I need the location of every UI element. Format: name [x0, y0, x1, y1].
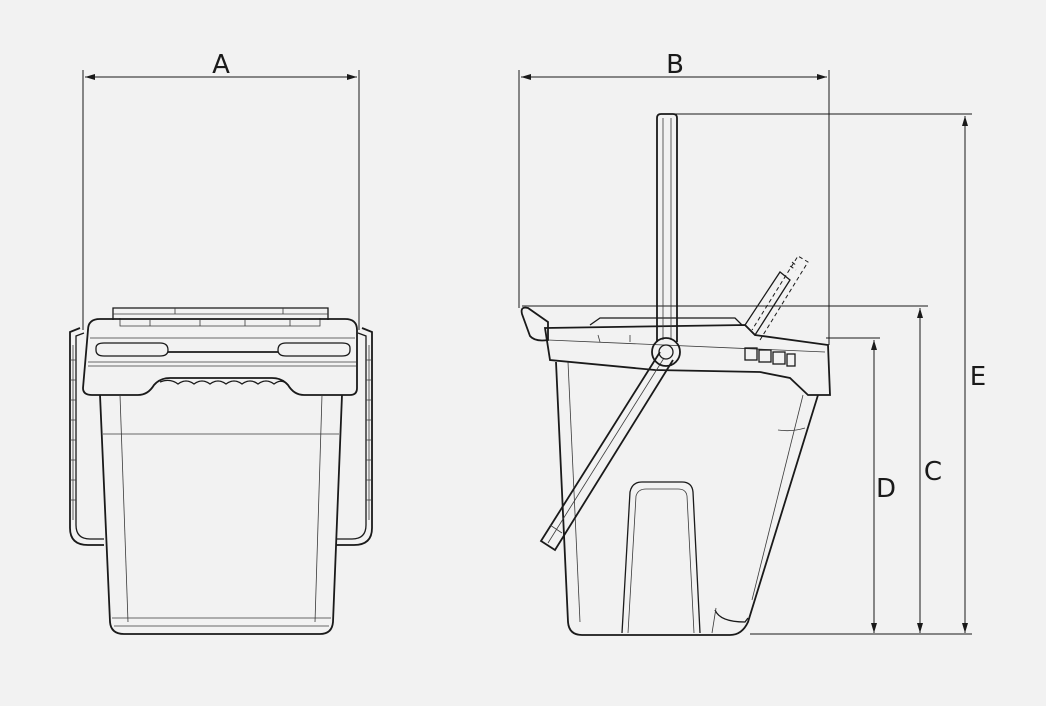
side-lid-flap [744, 255, 809, 341]
front-lid-handle [112, 307, 329, 327]
dimension-d: D [826, 337, 896, 633]
dimension-c: C [522, 305, 942, 633]
side-upright-handle [656, 113, 678, 342]
side-lid [520, 306, 831, 396]
dimension-a: A [82, 50, 360, 330]
side-angled-handle [539, 337, 681, 552]
front-view: A [69, 50, 373, 635]
dimension-label-d: D [876, 474, 896, 504]
dimension-label-c: C [924, 457, 942, 487]
dimension-e: E [675, 113, 986, 633]
dimension-b: B [518, 50, 830, 345]
side-body [555, 361, 819, 636]
front-side-handles [69, 327, 373, 546]
dimension-label-e: E [970, 362, 986, 392]
front-body [99, 394, 343, 635]
front-lid [82, 318, 358, 396]
side-view: B E C D [518, 50, 986, 636]
dimension-label-a: A [212, 50, 230, 80]
dimension-label-b: B [666, 50, 684, 80]
